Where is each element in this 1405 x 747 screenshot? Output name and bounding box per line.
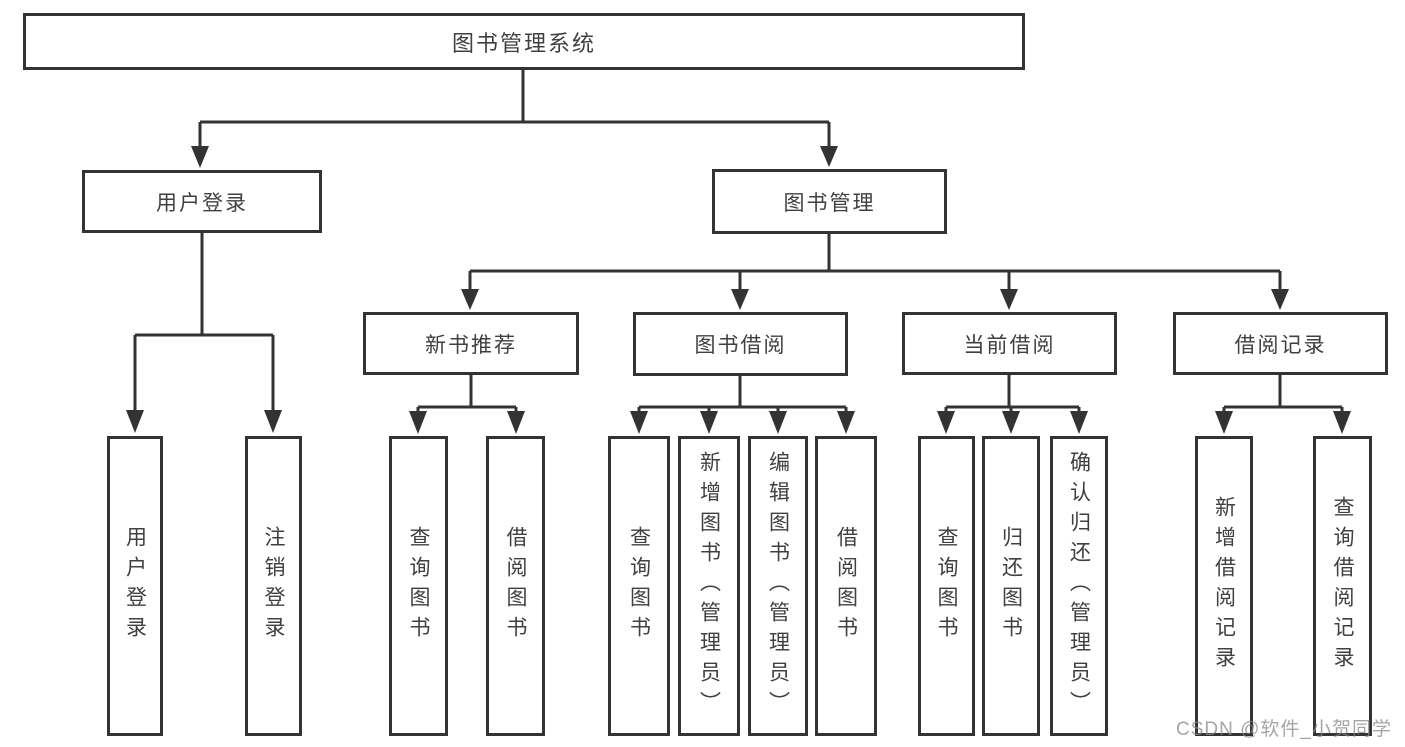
connector-book-borrow-to-leaves (630, 376, 855, 434)
arrowhead (507, 411, 525, 434)
arrowhead (630, 411, 648, 434)
leaf-label: 用户登录 (123, 526, 147, 646)
leaf-query-books-borrow: 查询图书 (608, 436, 670, 736)
arrowhead (1000, 289, 1018, 310)
leaf-label: 查询图书 (935, 526, 958, 646)
arrowhead (700, 411, 718, 434)
leaf-logout: 注销登录 (245, 436, 302, 736)
connector-new-books-to-leaves (409, 375, 525, 434)
leaf-label: 编辑图书（管理员） (766, 451, 790, 721)
connector-borrow-records-to-leaves (1215, 375, 1351, 434)
leaf-label: 注销登录 (262, 526, 285, 646)
leaf-confirm-return-admin: 确认归还（管理员） (1050, 436, 1108, 736)
arrowhead (731, 289, 749, 310)
leaf-query-books-current: 查询图书 (918, 436, 975, 736)
leaf-borrow-books: 借阅图书 (815, 436, 877, 736)
node-book-management: 图书管理 (712, 169, 947, 234)
leaf-user-login: 用户登录 (107, 436, 163, 736)
arrowhead (1002, 411, 1020, 434)
connector-current-borrow-to-leaves (937, 375, 1088, 434)
node-book-borrowing: 图书借阅 (633, 312, 848, 376)
leaf-label: 确认归还（管理员） (1067, 451, 1091, 721)
node-borrowing-records: 借阅记录 (1173, 312, 1388, 375)
connector-root-to-level2 (191, 70, 838, 168)
arrowhead (409, 411, 427, 434)
leaf-label: 借阅图书 (834, 526, 858, 646)
leaf-borrow-books-recommend: 借阅图书 (486, 436, 545, 736)
connector-user-login-to-leaves (126, 233, 282, 433)
arrowhead (1271, 289, 1289, 310)
arrowhead (937, 411, 955, 434)
leaf-label: 借阅图书 (504, 526, 527, 646)
leaf-label: 归还图书 (999, 526, 1023, 646)
arrowhead (1070, 411, 1088, 434)
root-node-library-system: 图书管理系统 (23, 13, 1025, 70)
leaf-edit-books-admin: 编辑图书（管理员） (748, 436, 808, 736)
arrowhead (837, 411, 855, 434)
leaf-query-books-recommend: 查询图书 (389, 436, 448, 736)
leaf-label: 新增图书（管理员） (697, 451, 721, 721)
leaf-add-borrow-record: 新增借阅记录 (1195, 436, 1253, 736)
csdn-watermark: CSDN @软件_小贺同学 (1176, 719, 1392, 740)
leaf-label: 查询图书 (627, 526, 651, 646)
arrowhead (461, 289, 479, 310)
arrowhead (1333, 411, 1351, 434)
node-new-book-recommendation: 新书推荐 (363, 312, 579, 375)
leaf-query-borrow-record: 查询借阅记录 (1313, 436, 1372, 736)
leaf-label: 新增借阅记录 (1212, 496, 1236, 676)
leaf-label: 查询图书 (407, 526, 430, 646)
leaf-return-books: 归还图书 (982, 436, 1040, 736)
connector-book-mgmt-to-level3 (461, 234, 1289, 310)
arrowhead (191, 146, 209, 168)
arrowhead (126, 410, 144, 433)
leaf-add-books-admin: 新增图书（管理员） (678, 436, 740, 736)
node-current-borrowing: 当前借阅 (902, 312, 1117, 375)
arrowhead (769, 411, 787, 434)
arrowhead (1215, 411, 1233, 434)
arrowhead (264, 410, 282, 433)
node-user-login: 用户登录 (82, 170, 322, 233)
arrowhead (820, 146, 838, 167)
leaf-label: 查询借阅记录 (1331, 496, 1354, 676)
